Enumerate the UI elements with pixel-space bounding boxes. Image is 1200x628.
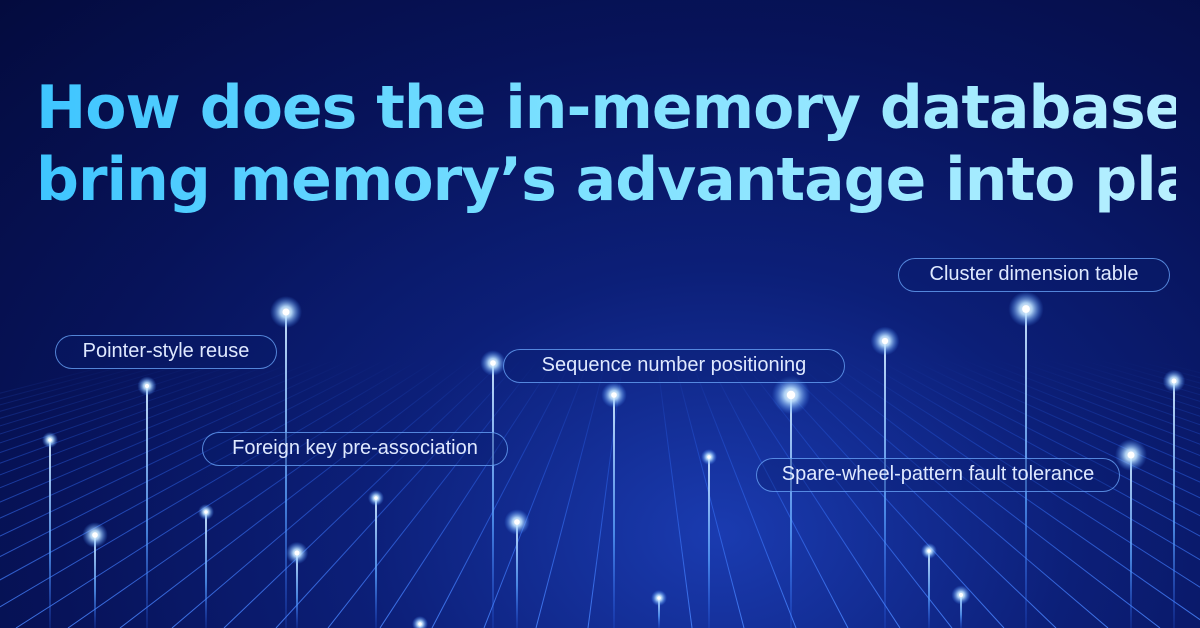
light-stem [94, 535, 96, 628]
grid-line-vertical [860, 359, 1200, 561]
light-stem [708, 457, 710, 628]
grid-line-vertical [0, 359, 182, 412]
light-dot [657, 596, 661, 600]
grid-line-vertical [775, 359, 1057, 628]
label-spare-wheel-pattern-fault-tolerance: Spare-wheel-pattern fault tolerance [756, 458, 1120, 492]
light-dot [514, 519, 520, 525]
grid-lines [0, 359, 1200, 628]
light-dot [1171, 378, 1177, 384]
light-dot [1022, 305, 1030, 313]
grid-line-vertical [928, 359, 1200, 483]
light-dot [958, 592, 964, 598]
light-stem [1130, 455, 1132, 628]
grid-line-vertical [962, 359, 1200, 457]
light-dot [707, 455, 711, 459]
grid-line-vertical [67, 359, 454, 628]
label-pointer-style-reuse: Pointer-style reuse [55, 335, 277, 369]
grid-line-vertical [327, 359, 539, 628]
label-foreign-key-pre-association: Foreign key pre-association [202, 432, 508, 466]
light-dot [294, 550, 300, 556]
grid-line-vertical [0, 359, 199, 419]
light-dot [92, 532, 98, 538]
light-stems [42, 291, 1186, 628]
light-stem [658, 598, 660, 628]
grid-line-vertical [724, 359, 901, 628]
grid-line-vertical [0, 359, 165, 406]
label-cluster-dimension-table: Cluster dimension table [898, 258, 1170, 292]
light-stem [884, 341, 886, 628]
grid-line-vertical [979, 359, 1200, 445]
grid-line-vertical [0, 359, 352, 519]
headline-line-1: How does the in-memory database [36, 73, 1185, 143]
grid-line-vertical [0, 359, 386, 558]
light-stem [613, 395, 615, 628]
grid-line-vertical [483, 359, 590, 628]
light-stem [205, 512, 207, 628]
grid-line-vertical [945, 359, 1200, 469]
grid-line-vertical [379, 359, 556, 628]
grid-line-vertical [996, 359, 1200, 435]
grid-line-vertical [275, 359, 522, 628]
light-dot [927, 549, 931, 553]
light-stem [516, 522, 518, 628]
light-stem [1173, 381, 1175, 628]
headline-line-2: bring memory’s advantage into play? [36, 145, 1200, 215]
light-stem [146, 386, 148, 628]
grid-line-vertical [0, 359, 318, 489]
light-dot [374, 496, 378, 500]
light-stem [375, 498, 377, 628]
light-dot [881, 337, 889, 345]
light-stem [492, 363, 494, 628]
light-dot [418, 622, 422, 626]
light-dot [786, 390, 796, 400]
grid-line-vertical [1081, 359, 1200, 396]
headline: How does the in-memory database bring me… [36, 72, 1176, 216]
light-dot [490, 360, 496, 366]
light-stem [790, 395, 792, 628]
grid-line-vertical [0, 359, 250, 444]
light-dot [144, 383, 150, 389]
light-dot-halo [412, 616, 428, 628]
grid-line-vertical [656, 359, 693, 628]
grid-line-vertical [843, 359, 1200, 588]
light-stem [285, 312, 287, 628]
label-sequence-number-positioning: Sequence number positioning [503, 349, 845, 383]
light-stem [49, 440, 51, 628]
grid-line-vertical [223, 359, 505, 628]
light-stem [960, 595, 962, 628]
light-dot [611, 392, 617, 398]
light-dot [1127, 451, 1135, 459]
grid-line-vertical [431, 359, 573, 628]
grid-line-vertical [1132, 359, 1200, 379]
light-stem [296, 553, 298, 628]
grid-line-vertical [0, 359, 233, 435]
light-stem [1025, 309, 1027, 628]
light-dot [204, 510, 208, 514]
grid-line-vertical [535, 359, 607, 628]
light-dot [282, 308, 290, 316]
grid-line-vertical [1098, 359, 1200, 390]
light-stem [928, 551, 930, 628]
light-dot [48, 438, 52, 442]
